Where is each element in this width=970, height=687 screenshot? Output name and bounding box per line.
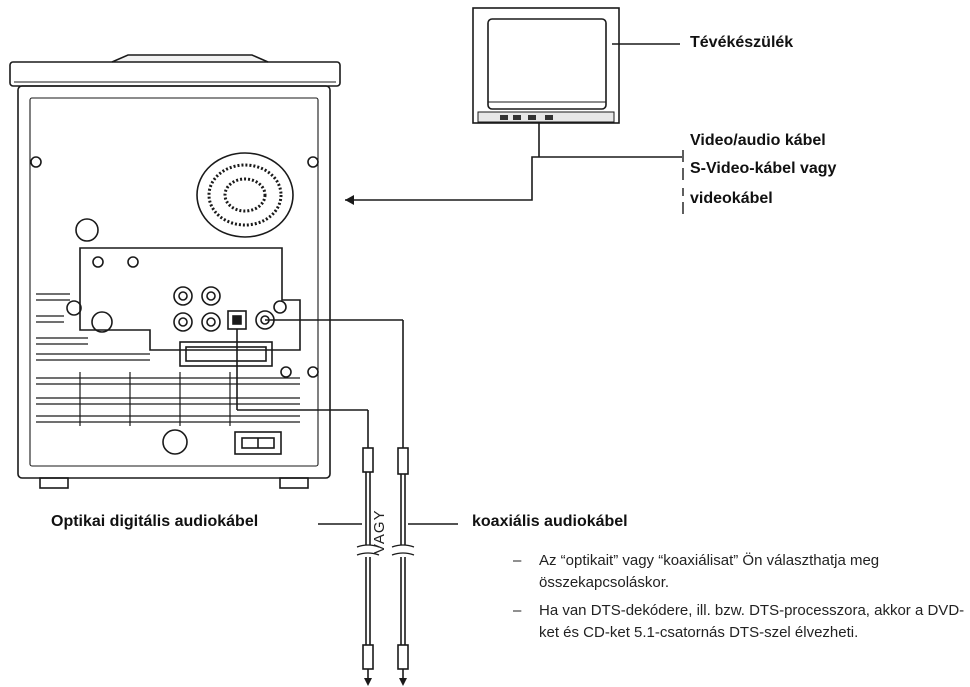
- note-dash: –: [513, 552, 522, 569]
- tv-set: [472, 7, 620, 124]
- optical-cable: [236, 329, 380, 686]
- note-dash: –: [513, 602, 522, 619]
- av-cable-label-line2: S-Video-kábel vagy: [690, 160, 837, 177]
- optical-cable-label: Optikai digitális audiokábel: [51, 513, 259, 530]
- note-text: Az “optikait” vagy “koaxiálisat” Ön vála…: [539, 552, 880, 591]
- av-cable-label-line1: Video/audio kábel: [690, 132, 826, 149]
- notes-list: – Az “optikait” vagy “koaxiálisat” Ön vá…: [513, 550, 968, 650]
- note-item: – Az “optikait” vagy “koaxiálisat” Ön vá…: [513, 550, 968, 594]
- or-label: VAGY: [371, 509, 388, 554]
- dvd-receiver-rear: [9, 54, 341, 489]
- coaxial-cable: [265, 319, 415, 686]
- note-item: – Ha van DTS-dekódere, ill. bzw. DTS-pro…: [513, 600, 968, 644]
- coaxial-cable-label: koaxiális audiokábel: [472, 513, 628, 530]
- vent-slots: [36, 293, 300, 426]
- tv-label: Tévékészülék: [690, 34, 794, 51]
- note-text: Ha van DTS-dekódere, ill. bzw. DTS-proce…: [539, 602, 965, 641]
- av-cable: [345, 123, 682, 205]
- av-cable-label-line3: videokábel: [690, 190, 773, 207]
